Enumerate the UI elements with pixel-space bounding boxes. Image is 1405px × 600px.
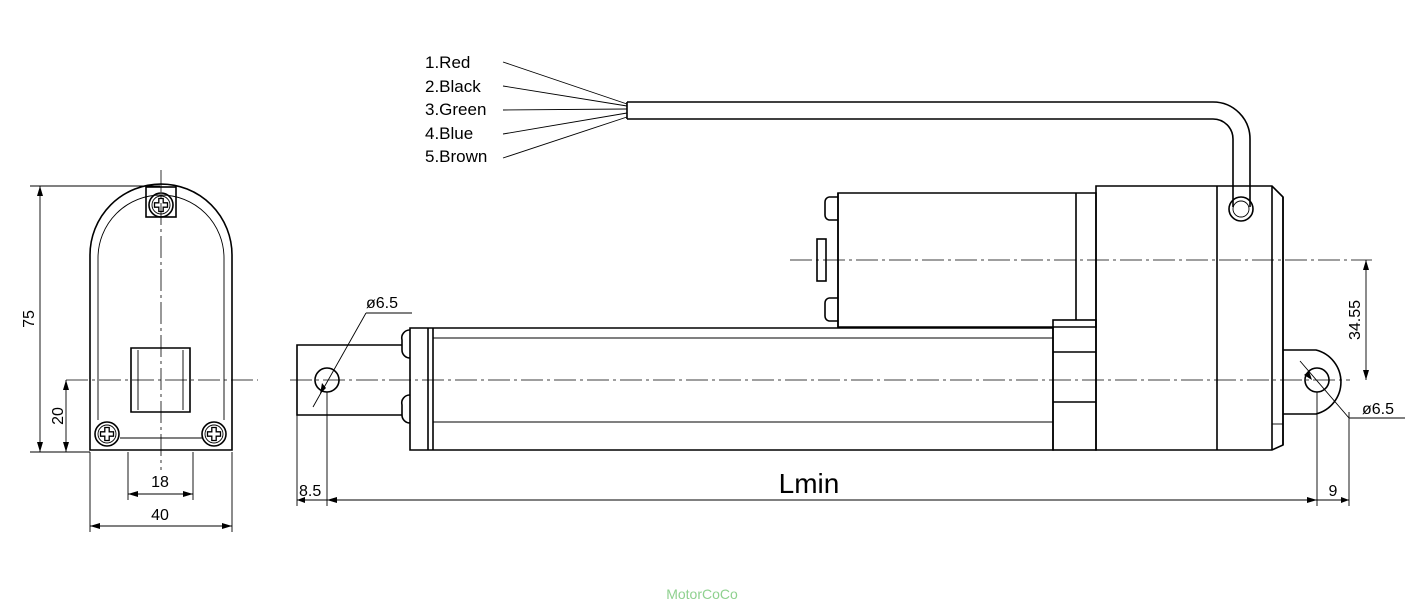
dim-mount-spacing-18: 18: [151, 474, 169, 491]
wire-label-black: 2.Black: [425, 77, 481, 96]
dim-width-40: 40: [151, 507, 169, 524]
wire-label-red: 1.Red: [425, 53, 470, 72]
cable: [627, 101, 1251, 207]
end-view-outline: [89, 183, 233, 451]
dim-front-offset: 8.5: [299, 483, 321, 500]
wire-label-brown: 5.Brown: [425, 147, 487, 166]
wire-label-green: 3.Green: [425, 100, 486, 119]
gearbox-housing: [1095, 185, 1284, 451]
end-view-inner-outline: [97, 194, 225, 420]
watermark: MotorCoCo: [666, 586, 738, 600]
collar: [1052, 319, 1097, 451]
wire-label-blue: 4.Blue: [425, 124, 473, 143]
screw-icon: [201, 421, 227, 447]
wire-fanout: [502, 61, 628, 159]
dim-front-hole: ø6.5: [366, 295, 398, 312]
end-view: 75 20 18 40: [21, 170, 258, 532]
cable-gland: [1228, 196, 1254, 222]
cable-inner: [627, 118, 1234, 207]
screw-icon: [94, 421, 120, 447]
outer-tube: [409, 327, 1054, 451]
dim-rear-offset: 9: [1329, 483, 1338, 500]
dim-height-75: 75: [21, 310, 38, 328]
dim-length-lmin: Lmin: [779, 468, 840, 499]
rod-section: [130, 347, 191, 413]
side-view: 1.Red 2.Black 3.Green 4.Blue 5.Brown: [290, 53, 1405, 506]
rear-mount-lug: [1283, 349, 1342, 415]
dim-motor-offset: 34.55: [1347, 300, 1364, 340]
dim-rear-hole: ø6.5: [1362, 401, 1394, 418]
dim-mount-height-20: 20: [50, 407, 67, 425]
